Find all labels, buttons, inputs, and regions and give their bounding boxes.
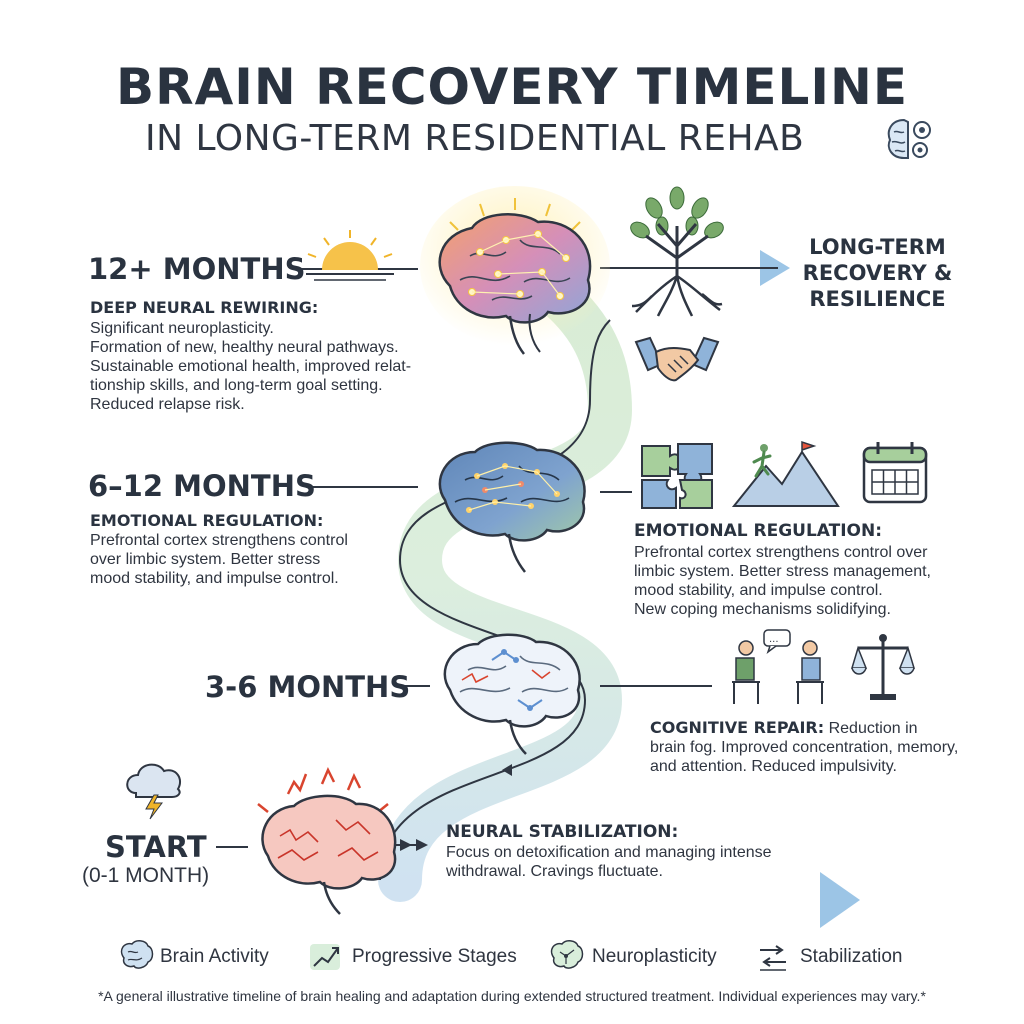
stage-heading-6-12-months: EMOTIONAL REGULATION:	[90, 511, 324, 530]
legend-label-neuroplasticity: Neuroplasticity	[592, 946, 717, 967]
stage-description-3-6-months: COGNITIVE REPAIR: Reduction in brain fog…	[650, 718, 959, 775]
svg-text:...: ...	[769, 634, 779, 645]
brain-neural-icon	[438, 441, 586, 573]
stage-heading-12-months: DEEP NEURAL REWIRING:	[90, 298, 319, 317]
brain-gear-icon	[887, 118, 931, 159]
legend-label-stabilization: Stabilization	[800, 946, 903, 967]
brain-glowing-icon	[420, 186, 610, 355]
footnote: *A general illustrative timeline of brai…	[98, 988, 926, 1004]
brain-icon	[120, 940, 154, 969]
brain-repair-icon	[443, 633, 581, 755]
stage-label-3-6-months: 3-6 MONTHS	[205, 670, 411, 704]
therapy-session-icon: ...	[732, 629, 824, 704]
stage-heading-emotional-right: EMOTIONAL REGULATION:	[634, 521, 883, 541]
brain-stressed-icon	[257, 767, 397, 915]
stage-heading-3-6-months: COGNITIVE REPAIR:	[650, 718, 825, 737]
stage-description-emotional-right: Prefrontal cortex strengthens control ov…	[634, 544, 931, 618]
stage-sublabel-start: (0-1 MONTH)	[82, 864, 210, 887]
stage-description-start: Focus on detoxification and managing int…	[446, 844, 772, 880]
stage-description-12-months: Significant neuroplasticity. Formation o…	[90, 320, 412, 413]
outcome-label: LONG-TERM RECOVERY & RESILIENCE	[802, 235, 953, 311]
mountain-climb-icon	[731, 440, 840, 507]
stage-label-12-months: 12+ MONTHS	[88, 252, 306, 286]
legend-label-progressive-stages: Progressive Stages	[352, 946, 517, 967]
scales-icon	[850, 634, 916, 700]
arrow-trend-icon	[310, 944, 340, 970]
page-subtitle: IN LONG-TERM RESIDENTIAL REHAB	[145, 118, 805, 159]
stage-description-6-12-months: Prefrontal cortex strengthens control ov…	[90, 532, 348, 587]
balance-arrows-icon	[760, 945, 786, 971]
sunrise-icon	[306, 230, 394, 281]
stage-label-start: START	[105, 830, 207, 864]
puzzle-icon	[641, 443, 713, 509]
legend-label-brain-activity: Brain Activity	[160, 946, 269, 967]
handshake-icon	[634, 336, 720, 382]
page-title: BRAIN RECOVERY TIMELINE	[116, 58, 908, 116]
storm-cloud-icon	[126, 763, 182, 820]
tree-roots-icon	[630, 186, 724, 317]
calendar-icon	[862, 442, 928, 504]
neuron-brain-icon	[550, 940, 584, 969]
legend: Brain Activity Progressive Stages Neurop…	[118, 938, 918, 978]
stage-label-6-12-months: 6–12 MONTHS	[88, 469, 316, 503]
stage-heading-start: NEURAL STABILIZATION:	[446, 822, 679, 842]
